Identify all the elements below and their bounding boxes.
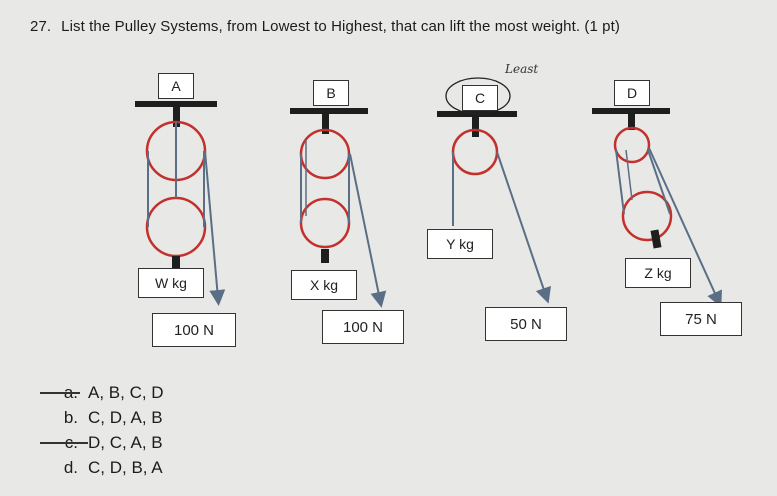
answer-text: D, C, A, B — [88, 432, 163, 452]
question-body: List the Pulley Systems, from Lowest to … — [61, 18, 620, 35]
fixed-pulley-b — [299, 128, 351, 180]
support-bar-d — [592, 108, 670, 114]
pulley-system-b — [290, 108, 387, 308]
strike-mark-c — [40, 442, 88, 444]
mass-d: Z kg — [625, 258, 691, 288]
pull-rope-a — [204, 150, 226, 306]
label-b: B — [313, 80, 349, 106]
support-bar-b — [290, 108, 368, 114]
pulley-system-a — [135, 101, 226, 306]
answer-b[interactable]: b. C, D, A, B — [30, 405, 164, 430]
pull-rope-b — [349, 153, 387, 308]
pull-rope-c — [496, 151, 551, 304]
label-d: D — [614, 80, 650, 106]
movable-pulley-a — [145, 196, 207, 258]
hook-a — [172, 256, 180, 270]
answer-c[interactable]: c. D, C, A, B — [30, 430, 164, 455]
answer-text: C, D, A, B — [88, 407, 163, 427]
handwritten-note: Least — [505, 62, 539, 76]
force-a: 100 N — [152, 313, 236, 347]
answer-letter: b. — [63, 407, 78, 427]
handwritten-circle — [445, 77, 511, 115]
answer-choices: a. A, B, C, D b. C, D, A, B c. D, C, A, … — [30, 380, 164, 480]
force-c: 50 N — [485, 307, 567, 341]
rope-d3 — [647, 149, 671, 215]
answer-a[interactable]: a. A, B, C, D — [30, 380, 164, 405]
axle-d-top — [628, 114, 635, 130]
answer-d[interactable]: d. C, D, B, A — [30, 455, 164, 480]
force-d: 75 N — [660, 302, 742, 336]
fixed-pulley-d — [613, 126, 651, 164]
mass-c: Y kg — [427, 229, 493, 259]
mass-b: X kg — [291, 270, 357, 300]
answer-letter: d. — [63, 457, 78, 477]
force-b: 100 N — [322, 310, 404, 344]
pulley-system-c — [437, 111, 551, 304]
axle-c-top — [472, 117, 479, 137]
movable-pulley-d — [621, 190, 673, 242]
support-bar-a — [135, 101, 217, 107]
pulley-diagrams — [135, 77, 722, 308]
hook-d — [650, 229, 662, 249]
label-a: A — [158, 73, 194, 99]
rope-d2 — [625, 149, 633, 201]
question-number: 27. — [30, 18, 52, 35]
rope-d1 — [615, 149, 625, 215]
axle-b-top — [322, 114, 329, 134]
question-text: 27. List the Pulley Systems, from Lowest … — [30, 18, 620, 35]
hook-b — [321, 249, 329, 263]
label-c: C — [462, 85, 498, 111]
movable-pulley-b — [299, 197, 351, 249]
mass-a: W kg — [138, 268, 204, 298]
axle-a-top — [173, 107, 180, 127]
answer-text: A, B, C, D — [88, 382, 164, 402]
pull-rope-d — [648, 147, 722, 308]
pulley-system-d — [592, 108, 722, 308]
strike-mark-a — [40, 392, 80, 394]
answer-text: C, D, B, A — [88, 457, 163, 477]
